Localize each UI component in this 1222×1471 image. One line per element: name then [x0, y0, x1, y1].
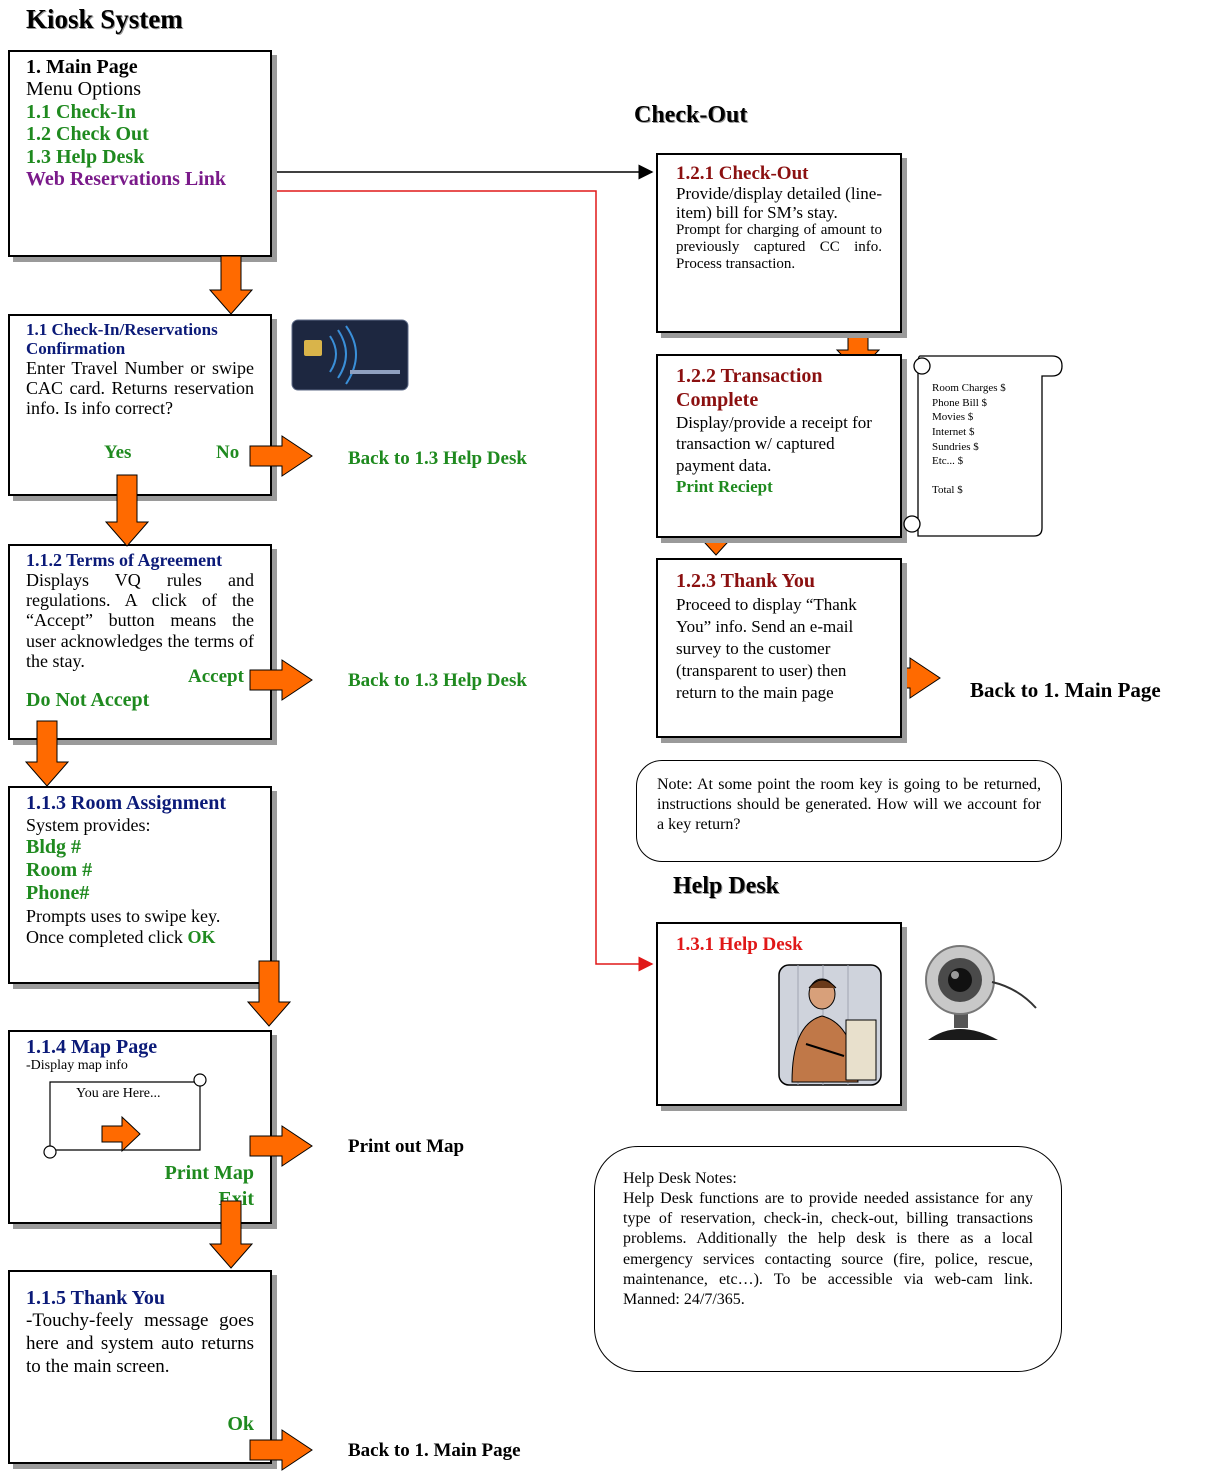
receipt-scroll: [903, 355, 1063, 537]
helpdesk-title: 1.3.1 Help Desk: [676, 934, 803, 955]
thankyou-body: -Touchy-feely message goes here and syst…: [26, 1310, 254, 1377]
right-arrow-thankyou: [249, 1429, 313, 1471]
receipt-line: Internet $: [932, 425, 975, 438]
map-page-box: 1.1.4 Map Page -Display map info You are…: [8, 1030, 272, 1224]
co1-body1: Provide/display detailed (line-item) bil…: [676, 184, 882, 223]
helpdesk-heading: Help Desk: [673, 873, 780, 899]
menu-item-checkin[interactable]: 1.1 Check-In: [26, 100, 137, 123]
co1-body2: Prompt for charging of amount to previou…: [676, 222, 882, 272]
receipt-line: Phone Bill $: [932, 396, 988, 409]
co2-body: Display/provide a receipt for transactio…: [676, 413, 872, 475]
thankyou-ok-button[interactable]: Ok: [227, 1413, 254, 1435]
you-are-here-arrow: [101, 1115, 141, 1153]
you-are-here-text: You are Here...: [76, 1086, 161, 1101]
checkout-box: 1.2.1 Check-Out Provide/display detailed…: [656, 153, 902, 333]
receipt-line: Etc... $: [932, 455, 964, 468]
terms-back-link[interactable]: Back to 1.3 Help Desk: [348, 670, 527, 691]
menu-item-helpdesk[interactable]: 1.3 Help Desk: [26, 145, 145, 168]
no-button[interactable]: No: [216, 442, 240, 463]
main-page-title: 1. Main Page: [26, 56, 138, 78]
down-arrow-2: [104, 474, 150, 547]
terms-body: Displays VQ rules and regulations. A cli…: [26, 570, 254, 671]
right-arrow-terms: [249, 659, 313, 701]
down-arrow-4: [246, 960, 292, 1027]
checkin-title-2: Confirmation: [26, 339, 126, 359]
thankyou-box: 1.1.5 Thank You -Touchy-feely message go…: [8, 1270, 272, 1464]
right-arrow-checkin: [249, 435, 313, 477]
helpdesk-notes-body: Help Desk functions are to provide neede…: [623, 1190, 1033, 1308]
print-receipt-button[interactable]: Print Reciept: [676, 476, 773, 496]
checkout-thankyou-box: 1.2.3 Thank You Proceed to display “Than…: [656, 558, 902, 738]
helpdesk-box: 1.3.1 Help Desk: [656, 922, 902, 1106]
co3-title: 1.2.3 Thank You: [676, 570, 815, 592]
menu-options-label: Menu Options: [26, 78, 141, 101]
helpdesk-notes-box: Help Desk Notes: Help Desk functions are…: [594, 1146, 1062, 1372]
room-intro: System provides:: [26, 815, 151, 836]
receipt-total: Total $: [932, 483, 963, 496]
accept-button[interactable]: Accept: [188, 666, 244, 687]
helpdesk-notes-title: Help Desk Notes:: [623, 1170, 737, 1187]
print-out-map-link[interactable]: Print out Map: [348, 1136, 465, 1157]
page-title: Kiosk System: [26, 4, 183, 34]
webcam-icon: [925, 945, 1037, 1040]
co2-title-1: 1.2.2 Transaction: [676, 365, 823, 387]
right-arrow-map: [249, 1125, 313, 1167]
checkin-body: Enter Travel Number or swipe CAC card. R…: [26, 358, 254, 419]
checkout-heading: Check-Out: [634, 102, 748, 128]
down-arrow-3: [24, 720, 70, 787]
map-title: 1.1.4 Map Page: [26, 1036, 158, 1058]
do-not-accept-button[interactable]: Do Not Accept: [26, 689, 150, 711]
yes-button[interactable]: Yes: [104, 442, 132, 463]
ok-button[interactable]: OK: [187, 926, 216, 947]
main-page-box: 1. Main Page Menu Options 1.1 Check-In 1…: [8, 50, 272, 257]
transaction-box: 1.2.2 Transaction Complete Display/provi…: [656, 354, 902, 538]
note-text: Note: At some point the room key is goin…: [657, 776, 1041, 833]
co3-back-link[interactable]: Back to 1. Main Page: [970, 678, 1161, 702]
terms-title: 1.1.2 Terms of Agreement: [26, 550, 223, 570]
co3-body: Proceed to display “Thank You” info. Sen…: [676, 595, 857, 703]
phone-field: Phone#: [26, 882, 90, 905]
bldg-field: Bldg #: [26, 836, 82, 859]
checkin-back-link[interactable]: Back to 1.3 Help Desk: [348, 448, 527, 469]
map-body: -Display map info: [26, 1058, 128, 1074]
thankyou-back-link[interactable]: Back to 1. Main Page: [348, 1440, 521, 1461]
thankyou-title: 1.1.5 Thank You: [26, 1287, 165, 1309]
down-arrow-1: [208, 255, 254, 315]
receipt-line: Sundries $: [932, 440, 979, 453]
map-scroll: [43, 1073, 207, 1159]
terms-box: 1.1.2 Terms of Agreement Displays VQ rul…: [8, 544, 272, 740]
co1-title: 1.2.1 Check-Out: [676, 163, 809, 184]
menu-item-checkout[interactable]: 1.2 Check Out: [26, 123, 149, 146]
room-field: Room #: [26, 859, 93, 882]
room-assignment-box: 1.1.3 Room Assignment System provides: B…: [8, 786, 272, 984]
cac-card-image: [291, 319, 409, 391]
helpdesk-agent-image: [778, 964, 882, 1086]
helpdesk-connector: [230, 190, 654, 972]
room-title: 1.1.3 Room Assignment: [26, 792, 227, 814]
checkin-box: 1.1 Check-In/Reservations Confirmation E…: [8, 314, 272, 496]
receipt-line: Movies $: [932, 411, 974, 424]
co2-title-2: Complete: [676, 389, 759, 411]
receipt-line: Room Charges $: [932, 382, 1006, 394]
room-body: Prompts uses to swipe key. Once complete…: [26, 905, 221, 947]
print-map-button[interactable]: Print Map: [164, 1162, 254, 1184]
web-reservations-link[interactable]: Web Reservations Link: [26, 167, 227, 190]
down-arrow-5: [208, 1200, 254, 1269]
checkin-title-1: 1.1 Check-In/Reservations: [26, 320, 218, 339]
receipt-lines: Room Charges $ Phone Bill $ Movies $ Int…: [932, 381, 1006, 497]
note-box: Note: At some point the room key is goin…: [636, 760, 1062, 862]
